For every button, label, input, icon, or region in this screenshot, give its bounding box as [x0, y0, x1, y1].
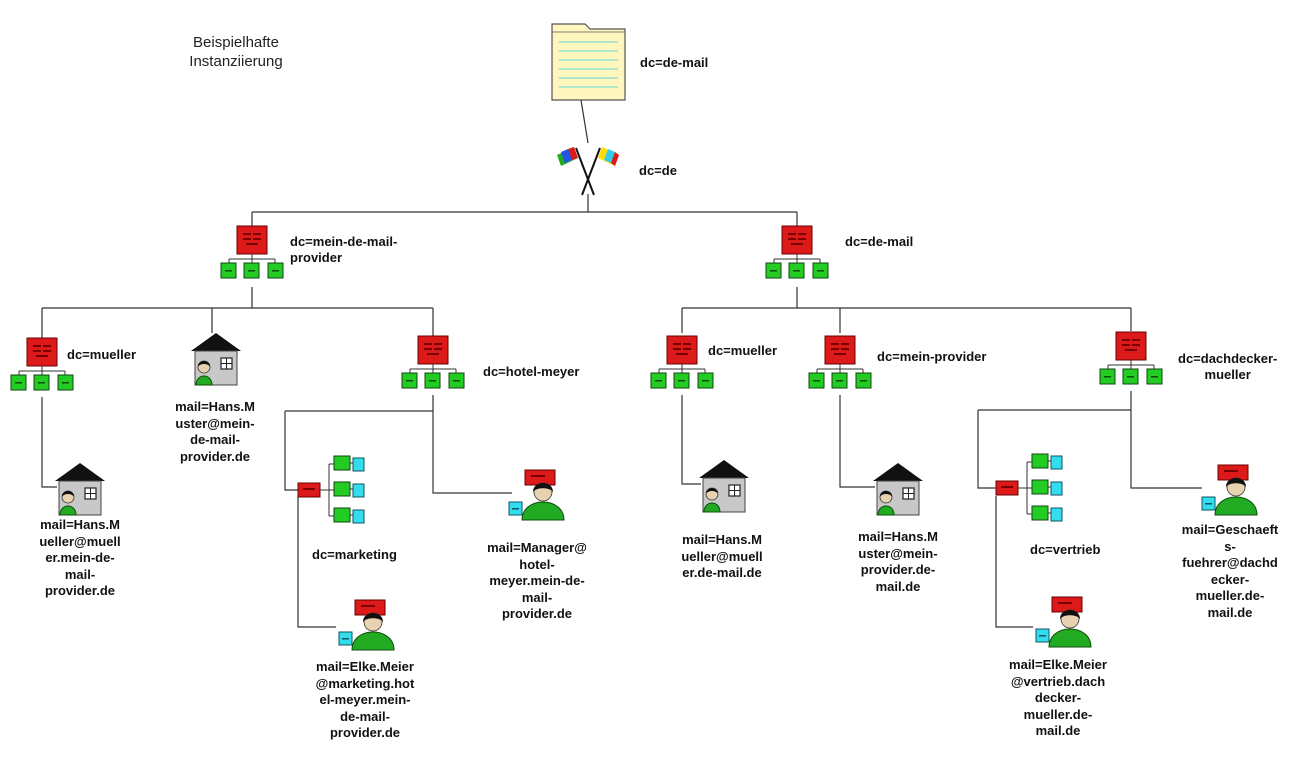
org-unit-icon	[995, 453, 1063, 522]
node-label-dachdecker: dc=dachdecker- mueller	[1178, 351, 1278, 382]
connector-lines	[41, 99, 1202, 628]
org-unit-icon	[297, 455, 365, 524]
diagram-title: Beispielhafte Instanziierung	[189, 34, 283, 70]
house-icon	[190, 332, 242, 386]
node-label-demail: dc=de-mail	[845, 234, 914, 249]
mail-label: mail=Hans.M uster@mein- provider.de- mai…	[858, 529, 938, 594]
node-label-marketing: dc=marketing	[312, 547, 397, 562]
house-icon	[54, 462, 106, 516]
mail-label: mail=Hans.M ueller@muell er.de-mail.de	[681, 532, 763, 580]
organization-icon	[220, 225, 284, 279]
document-icon	[551, 23, 626, 101]
organization-icon	[10, 337, 74, 391]
mail-label: mail=Elke.Meier @vertrieb.dach decker- m…	[1009, 657, 1107, 738]
flags-icon	[557, 147, 619, 196]
person-icon	[1201, 464, 1258, 516]
person-icon	[1035, 596, 1092, 648]
house-icon	[698, 459, 750, 513]
node-label-mein-provider: dc=mein-provider	[877, 349, 987, 364]
node-label-vertrieb: dc=vertrieb	[1030, 542, 1101, 557]
house-icon	[872, 462, 924, 516]
organization-icon	[650, 335, 714, 389]
mail-label: mail=Hans.M ueller@muell er.mein-de- mai…	[39, 517, 121, 598]
mail-label: mail=Hans.M uster@mein- de-mail- provide…	[175, 399, 255, 464]
mail-label: mail=Elke.Meier @marketing.hot el-meyer.…	[315, 659, 415, 740]
organization-icon	[1099, 331, 1163, 385]
mail-label: mail=Geschaeft s- fuehrer@dachd ecker- m…	[1181, 522, 1279, 620]
person-icon	[508, 469, 565, 521]
node-label-hotel-meyer: dc=hotel-meyer	[483, 364, 580, 379]
organization-icon	[401, 335, 465, 389]
node-label-root: dc=de-mail	[640, 55, 709, 70]
node-label-provider: dc=mein-de-mail- provider	[290, 234, 398, 265]
node-label-mueller: dc=mueller	[67, 347, 137, 362]
node-label-mueller: dc=mueller	[708, 343, 778, 358]
organization-icon	[808, 335, 872, 389]
node-label-de: dc=de	[639, 163, 677, 178]
mail-label: mail=Manager@ hotel- meyer.mein-de- mail…	[487, 540, 587, 621]
person-icon	[338, 599, 395, 651]
organization-icon	[765, 225, 829, 279]
